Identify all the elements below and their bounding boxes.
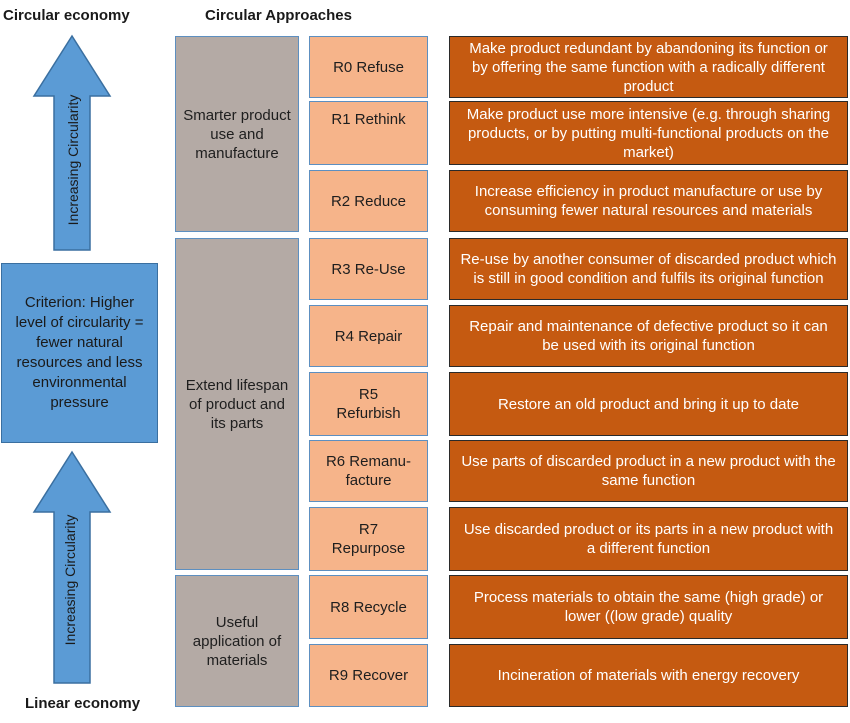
- description-r5: Restore an old product and bring it up t…: [449, 372, 848, 436]
- criterion-text: Criterion: Higher level of circularity =…: [15, 294, 144, 411]
- strategy-description: Use parts of discarded product in a new …: [461, 453, 836, 489]
- group-useful-application: Useful application of materials: [175, 575, 299, 707]
- strategy-code: R4 Repair: [334, 327, 403, 345]
- strategy-code: R2 Reduce: [330, 192, 407, 210]
- strategy-code: R5 Refurbish: [336, 386, 401, 422]
- strategy-description: Process materials to obtain the same (hi…: [473, 589, 824, 625]
- strategy-description: Restore an old product and bring it up t…: [497, 395, 800, 413]
- top-up-arrow: [32, 34, 112, 251]
- description-r1: Make product use more intensive (e.g. th…: [449, 101, 848, 165]
- strategy-description: Re-use by another consumer of discarded …: [460, 251, 837, 287]
- bottom-up-arrow: [32, 450, 112, 684]
- strategy-description: Make product redundant by abandoning its…: [469, 39, 828, 95]
- strategy-code: R3 Re-Use: [331, 260, 406, 278]
- strategy-r3: R3 Re-Use: [309, 238, 428, 300]
- strategy-r9: R9 Recover: [309, 644, 428, 707]
- circular-approaches-header: Circular Approaches: [205, 7, 352, 24]
- strategy-r6: R6 Remanu-facture: [309, 440, 428, 502]
- strategy-r5: R5 Refurbish: [309, 372, 428, 436]
- strategy-code: R6 Remanu-facture: [325, 453, 412, 489]
- circular-economy-header: Circular economy: [3, 7, 130, 24]
- strategy-description: Use discarded product or its parts in a …: [463, 521, 834, 557]
- group-smarter-use: Smarter product use and manufacture: [175, 36, 299, 232]
- strategy-code: R7 Repurpose: [331, 521, 406, 557]
- criterion-box: Criterion: Higher level of circularity =…: [1, 263, 158, 443]
- strategy-code: R1 Rethink: [331, 111, 406, 128]
- description-r4: Repair and maintenance of defective prod…: [449, 305, 848, 367]
- top-arrow-label: Increasing Circularity: [65, 94, 81, 226]
- description-r0: Make product redundant by abandoning its…: [449, 36, 848, 98]
- strategy-code: R9 Recover: [328, 667, 409, 684]
- description-r8: Process materials to obtain the same (hi…: [449, 575, 848, 639]
- strategy-r2: R2 Reduce: [309, 170, 428, 232]
- strategy-r7: R7 Repurpose: [309, 507, 428, 571]
- strategy-description: Incineration of materials with energy re…: [497, 667, 800, 684]
- description-r7: Use discarded product or its parts in a …: [449, 507, 848, 571]
- description-r6: Use parts of discarded product in a new …: [449, 440, 848, 502]
- group-label: Smarter product use and manufacture: [183, 106, 291, 162]
- strategy-code: R0 Refuse: [333, 58, 404, 76]
- description-r2: Increase efficiency in product manufactu…: [449, 170, 848, 232]
- strategy-r0: R0 Refuse: [309, 36, 428, 98]
- description-r9: Incineration of materials with energy re…: [449, 644, 848, 707]
- description-r3: Re-use by another consumer of discarded …: [449, 238, 848, 300]
- strategy-description: Increase efficiency in product manufactu…: [474, 183, 823, 219]
- strategy-r1: R1 Rethink: [309, 101, 428, 165]
- group-label: Useful application of materials: [192, 613, 282, 669]
- group-extend-lifespan: Extend lifespan of product and its parts: [175, 238, 299, 570]
- bottom-arrow-label: Increasing Circularity: [62, 514, 78, 646]
- linear-economy-header: Linear economy: [25, 695, 141, 712]
- strategy-r4: R4 Repair: [309, 305, 428, 367]
- strategy-description: Repair and maintenance of defective prod…: [469, 318, 828, 354]
- strategy-r8: R8 Recycle: [309, 575, 428, 639]
- group-label: Extend lifespan of product and its parts: [185, 376, 289, 432]
- strategy-code: R8 Recycle: [330, 598, 407, 616]
- strategy-description: Make product use more intensive (e.g. th…: [466, 105, 831, 161]
